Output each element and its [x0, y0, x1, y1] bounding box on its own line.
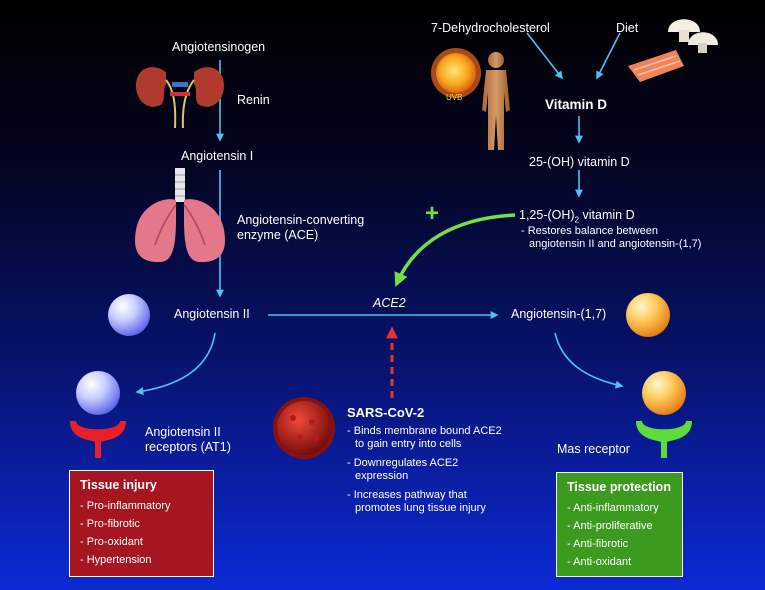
sars-cov-2-title: SARS-CoV-2: [347, 405, 425, 420]
mas-receptor-label: Mas receptor: [557, 442, 630, 456]
arrow-ang17-to-mas: [554, 332, 624, 389]
tissue-protection-title: Tissue protection: [567, 480, 671, 494]
sars-cov-2-virus-icon: [273, 397, 335, 459]
tissue-protection-item: Anti-inflammatory: [567, 499, 672, 517]
renin-label: Renin: [237, 93, 270, 107]
restores-balance-line1: - Restores balance between: [521, 225, 658, 237]
uvb-label: UVB: [446, 93, 463, 102]
mushrooms-icon: [668, 19, 718, 53]
angiotensin-2-label: Angiotensin II: [174, 307, 250, 321]
vitamin-d-label: Vitamin D: [545, 97, 608, 112]
arrow-diet-to-vitd: [596, 32, 621, 80]
restores-balance-line2: angiotensin II and angiotensin-(1,7): [529, 238, 702, 250]
angiotensin-17-label: Angiotensin-(1,7): [511, 307, 607, 321]
tissue-protection-box: Tissue protection Anti-inflammatory Anti…: [556, 472, 683, 577]
tissue-injury-item: Pro-inflammatory: [80, 497, 203, 515]
tissue-protection-item: Anti-fibrotic: [567, 535, 672, 553]
sars-bullet-3-cont: promotes lung tissue injury: [355, 502, 486, 514]
ace2-label: ACE2: [373, 296, 406, 310]
kidneys-icon: [136, 67, 224, 129]
angiotensin-1-label: Angiotensin I: [181, 149, 254, 163]
dehydrocholesterol-label: 7-Dehydrocholesterol: [431, 21, 550, 35]
tissue-protection-item: Anti-oxidant: [567, 553, 672, 571]
mas-receptor-icon: [636, 371, 692, 458]
sars-bullet-2: - Downregulates ACE2: [347, 457, 459, 469]
sars-bullet-1: - Binds membrane bound ACE2: [347, 425, 502, 437]
tissue-protection-item: Anti-proliferative: [567, 517, 672, 535]
angiotensinogen-label: Angiotensinogen: [172, 40, 266, 54]
angiotensin-2-sphere: [108, 294, 150, 336]
arrow-ang2-to-at1: [135, 332, 216, 396]
ace-label-line2: enzyme (ACE): [237, 228, 319, 242]
tissue-injury-item: Pro-fibrotic: [80, 515, 203, 533]
tissue-injury-item: Pro-oxidant: [80, 533, 203, 551]
angiotensin-17-sphere: [626, 293, 670, 337]
at1-label-line2: receptors (AT1): [145, 440, 231, 454]
ace-label-line1: Angiotensin-converting: [237, 213, 365, 227]
salmon-icon: [628, 50, 684, 82]
diet-label: Diet: [616, 21, 639, 35]
sars-bullet-3: - Increases pathway that: [347, 489, 467, 501]
arrow-dehydro-to-vitd: [526, 32, 563, 80]
arrow-vitd-restores-ace2: [394, 213, 516, 287]
calcidiol-label: 25-(OH) vitamin D: [529, 155, 630, 169]
at1-receptor-icon: [70, 371, 126, 458]
calcitriol-label: 1,25-(OH)2 vitamin D: [519, 208, 635, 225]
tissue-injury-box: Tissue injury Pro-inflammatory Pro-fibro…: [69, 470, 214, 577]
lungs-icon: [135, 168, 225, 263]
sun-icon: [431, 48, 481, 98]
sars-bullet-1-cont: to gain entry into cells: [355, 438, 462, 450]
plus-sign: +: [425, 200, 440, 227]
tissue-injury-title: Tissue injury: [80, 478, 157, 492]
tissue-injury-item: Hypertension: [80, 551, 203, 569]
sars-bullet-2-cont: expression: [355, 470, 409, 482]
human-body-icon: [482, 52, 510, 150]
at1-label-line1: Angiotensin II: [145, 425, 221, 439]
